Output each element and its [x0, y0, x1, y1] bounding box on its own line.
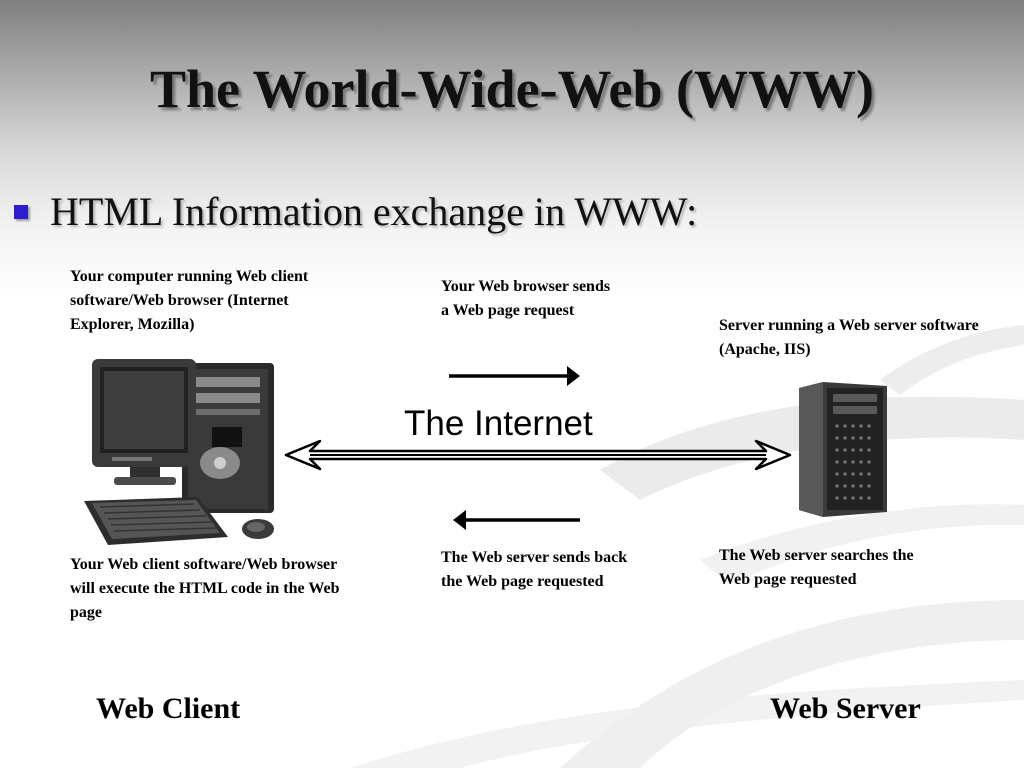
bullet-text: HTML Information exchange in WWW:	[50, 189, 698, 234]
response-note: The Web server sends back the Web page r…	[441, 549, 628, 590]
slide-title: The World-Wide-Web (WWW)	[149, 59, 875, 119]
server-tower-icon	[799, 382, 887, 517]
square-bullet-icon	[14, 205, 28, 219]
server-description: Server running a Web server software (Ap…	[719, 317, 979, 358]
internet-double-arrow-icon	[284, 439, 792, 471]
web-server-caption: Web Server	[770, 692, 921, 725]
response-arrow-left-icon	[453, 510, 580, 530]
request-note: Your Web browser sends a Web page reques…	[441, 278, 611, 319]
request-arrow-right-icon	[449, 366, 580, 386]
server-search-note: The Web server searches the Web page req…	[719, 547, 914, 588]
client-description: Your computer running Web client softwar…	[70, 268, 309, 333]
internet-label: The Internet	[404, 404, 593, 443]
client-execute-note: Your Web client software/Web browser wil…	[70, 556, 340, 621]
desktop-computer-icon	[84, 359, 274, 545]
web-client-caption: Web Client	[96, 692, 241, 725]
